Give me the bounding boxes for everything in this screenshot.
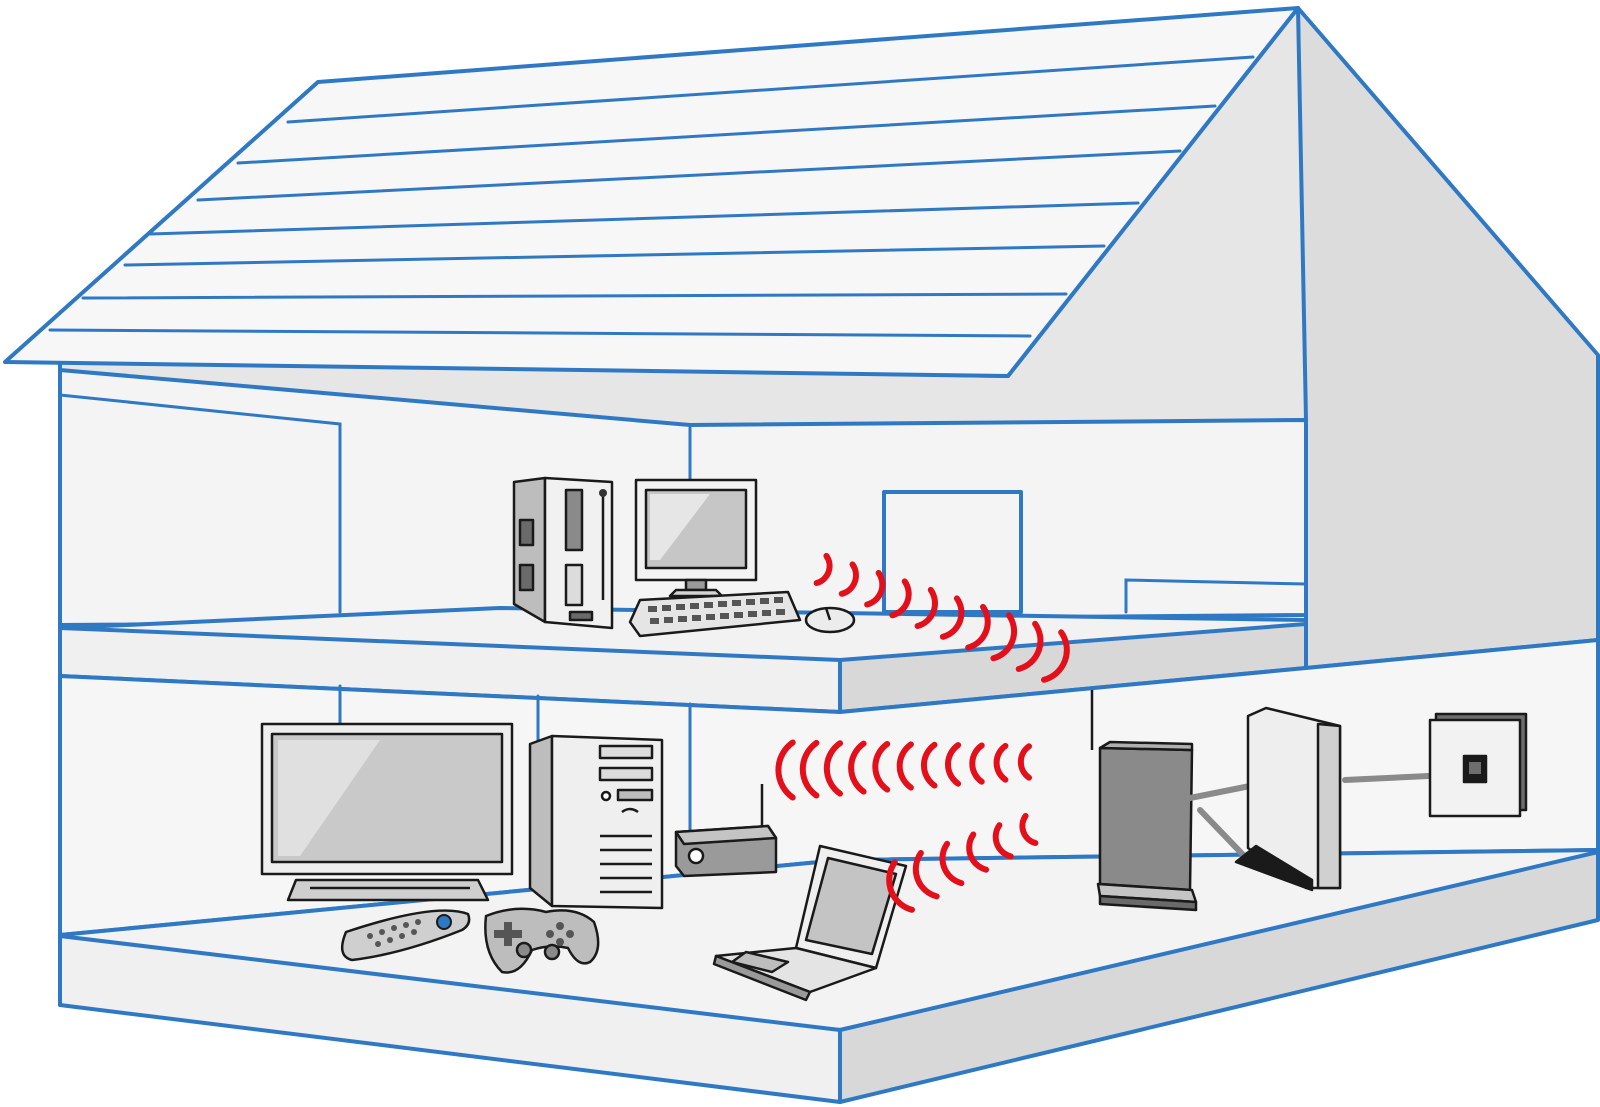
signal-arc-middle: [896, 741, 914, 791]
signal-arc-lower: [992, 822, 1014, 860]
signal-arc-upper: [1041, 629, 1070, 683]
signal-arc-middle: [775, 739, 796, 801]
signal-arc-lower: [912, 850, 940, 900]
signal-arc-upper: [1015, 620, 1044, 672]
phone-wall-socket-icon: [1428, 712, 1528, 818]
gamepad-icon: [484, 907, 600, 974]
upper-partition-left: [58, 393, 342, 614]
media-adapter-icon: [674, 784, 778, 878]
signal-arc-upper: [889, 578, 912, 619]
signal-arc-middle: [945, 742, 962, 787]
signal-arc-upper: [939, 595, 965, 640]
gable-wall: [1296, 6, 1600, 670]
roof: [3, 6, 1300, 378]
roof-shingle-lines: [48, 55, 1255, 338]
signal-arc-upper: [813, 552, 833, 586]
foundation-side: [838, 850, 1600, 1104]
signal-arc-middle: [920, 741, 938, 789]
signal-arc-middle: [993, 742, 1009, 783]
signal-arc-middle: [823, 740, 843, 797]
wireless-router-icon: [1090, 690, 1198, 912]
flat-tv-icon: [260, 722, 514, 902]
signal-arc-lower: [939, 840, 965, 887]
desktop-tower-icon: [512, 476, 614, 630]
upper-cabinet: [1124, 578, 1308, 614]
signal-arc-middle: [848, 740, 867, 795]
mouse-icon: [804, 606, 856, 634]
signal-arc-lower: [1019, 812, 1039, 846]
wireless-signal-waves: [775, 552, 1070, 913]
pc-tower-icon: [528, 734, 664, 910]
signal-arc-middle: [969, 742, 985, 785]
monitor-icon: [634, 478, 758, 598]
signal-arc-middle: [872, 741, 891, 793]
signal-arc-upper: [914, 586, 938, 629]
laptop-icon: [712, 844, 908, 1002]
signal-arc-upper: [838, 561, 859, 597]
keyboard-icon: [628, 590, 802, 638]
signal-arc-upper: [990, 612, 1018, 662]
upper-door: [882, 490, 1023, 614]
modem-icon: [1234, 706, 1342, 892]
signal-arc-middle: [1017, 743, 1032, 781]
signal-arc-middle: [799, 739, 820, 799]
remote-control-icon: [340, 909, 471, 962]
signal-arc-lower: [886, 859, 915, 913]
signal-arc-lower: [966, 831, 990, 873]
signal-arc-upper: [965, 603, 991, 651]
signal-arc-upper: [864, 569, 886, 608]
